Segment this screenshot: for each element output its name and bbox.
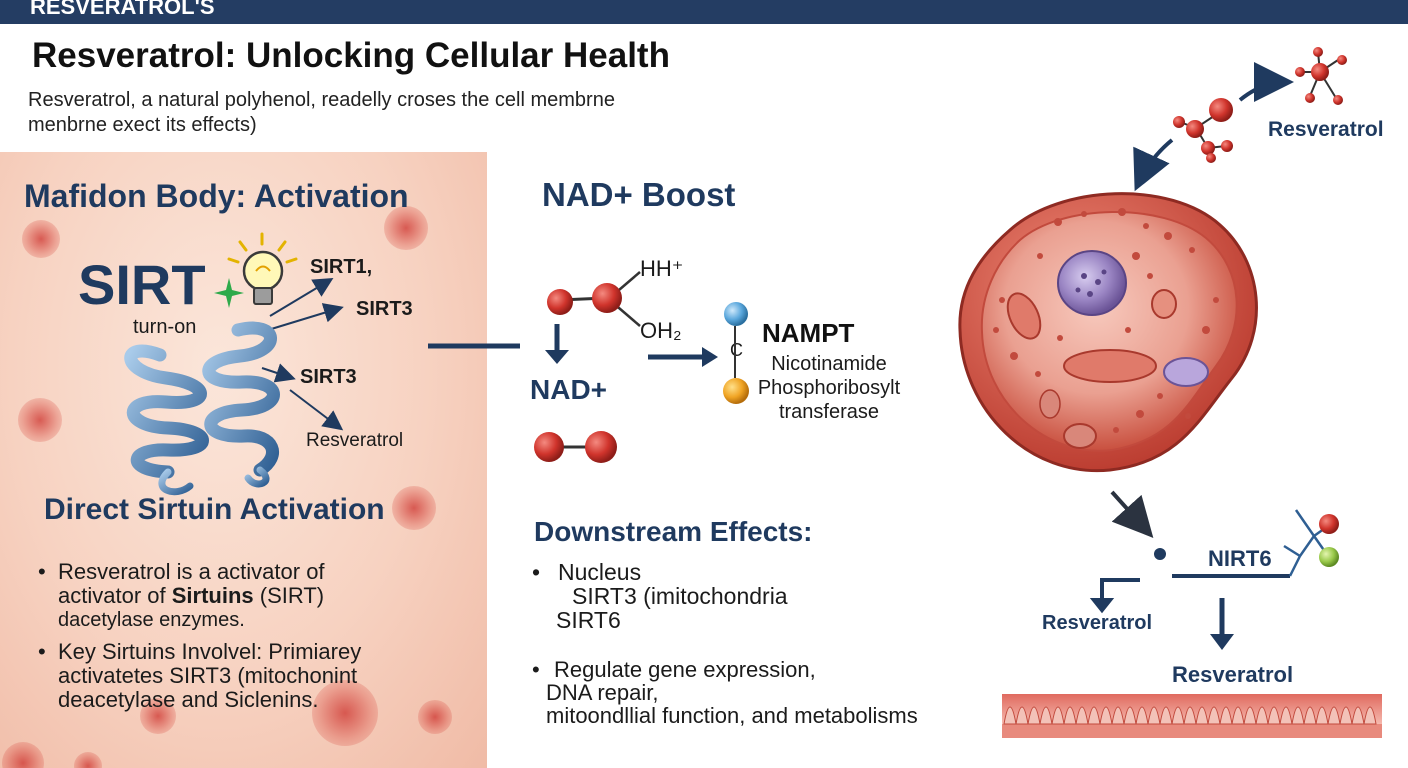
arrow-to-node — [1110, 490, 1154, 538]
sparkle-icon — [214, 278, 244, 308]
intro-line-2: menbrne exect its effects) — [28, 114, 257, 136]
hh-label: HH⁺ — [640, 256, 684, 281]
intro-text: Resveratrol, a natural polyhenol, readel… — [28, 88, 708, 138]
resveratrol-label-left: Resveratrol — [306, 430, 404, 451]
left-panel-heading: Mafidon Body: Activation — [24, 178, 409, 214]
nirt6-label: NIRT6 — [1208, 546, 1272, 571]
banner-text: RESVERATROL'S — [30, 0, 215, 19]
activation-bullets: Resveratrol is a activator of activator … — [36, 560, 476, 720]
bullet-item: Resveratrol is a activator of activator … — [36, 560, 476, 632]
downstream-group-1: •Nucleus SIRT3 (imitochondria SIRT6 — [532, 559, 788, 633]
nad-molecule-bottom — [534, 431, 617, 463]
right-arrow-icon — [648, 347, 718, 367]
downstream-group-2: •Regulate gene expression, DNA repair, m… — [532, 657, 918, 728]
intro-line-1: Resveratrol, a natural polyhenol, readel… — [28, 89, 615, 111]
down-arrow-icon — [545, 324, 569, 364]
nad-boost-heading: NAD+ Boost — [542, 176, 736, 213]
sirt3-label-lower: SIRT3 — [300, 366, 357, 388]
cell-blob — [74, 752, 102, 768]
cell-illustration — [958, 192, 1258, 473]
cell-blob — [18, 398, 62, 442]
arrow-to-molecule — [1238, 62, 1294, 103]
resveratrol-label-bottom: Resveratrol — [1172, 662, 1294, 687]
cell-blob — [384, 206, 428, 250]
oh-label: OH₂ — [640, 318, 682, 343]
tissue-villi-strip — [1002, 694, 1382, 738]
c-label: C — [730, 340, 743, 360]
sirt3-label-upper: SIRT3 — [356, 298, 413, 320]
resveratrol-molecule-main — [1173, 98, 1233, 163]
nampt-molecule — [723, 302, 749, 404]
sirtuin-protein-icon — [124, 321, 280, 496]
cell-blob — [392, 486, 436, 530]
pathway-node — [1154, 548, 1166, 560]
top-banner: RESVERATROL'S — [0, 0, 1408, 24]
arrow-to-cell — [1133, 138, 1174, 192]
sirt6-molecule — [1283, 509, 1339, 577]
resveratrol-molecule-top — [1295, 47, 1347, 105]
resveratrol-label-top: Resveratrol — [1268, 118, 1384, 141]
sirt1-label: SIRT1, — [310, 256, 373, 278]
downstream-heading: Downstream Effects: — [534, 516, 813, 547]
resveratrol-label-bottom-left: Resveratrol — [1042, 612, 1153, 634]
page-title: Resveratrol: Unlocking Cellular Health — [32, 36, 670, 75]
nad-label: NAD+ — [530, 374, 608, 405]
nampt-label: NAMPT — [762, 318, 855, 348]
bracket-arrow-left — [1089, 578, 1140, 614]
bullet-item: Key Sirtuins Involvel: Primiarey activat… — [36, 640, 476, 712]
nampt-description: Nicotinamide Phosphoribosylt transferase — [757, 353, 901, 423]
sirt-label: SIRT — [78, 253, 206, 316]
direct-activation-heading: Direct Sirtuin Activation — [44, 493, 385, 526]
turn-on-label: turn-on — [133, 316, 197, 338]
cell-blob — [22, 220, 60, 258]
activation-arrows — [261, 277, 344, 431]
down-arrow-bottom-icon — [1210, 598, 1234, 650]
lightbulb-icon — [227, 232, 298, 305]
nad-molecule-top — [547, 271, 641, 327]
